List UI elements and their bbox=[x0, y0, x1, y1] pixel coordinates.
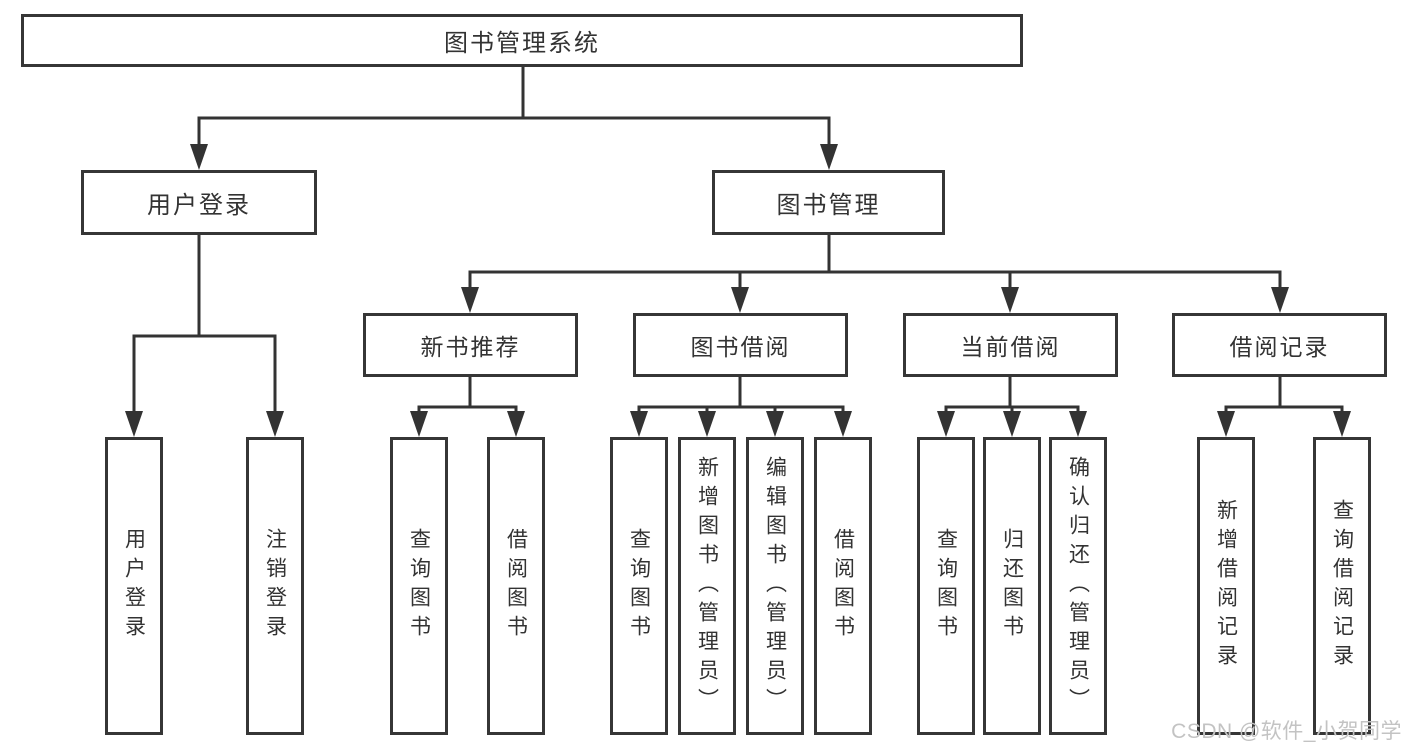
arrow-down-icon bbox=[1069, 411, 1087, 437]
connector-root-to-level2 bbox=[197, 67, 831, 148]
leaf-logout: 注销登录 bbox=[246, 437, 304, 735]
leaf-edit-book-admin: 编辑图书（管理员） bbox=[746, 437, 804, 735]
leaf-query-books-borrowing: 查询图书 bbox=[610, 437, 668, 735]
connector-current-borrow-split bbox=[944, 377, 1080, 415]
arrow-down-icon bbox=[630, 411, 648, 437]
leaf-query-books-recommend: 查询图书 bbox=[390, 437, 448, 735]
connector-borrow-record-split bbox=[1224, 377, 1344, 415]
leaf-query-books-current: 查询图书 bbox=[917, 437, 975, 735]
arrow-down-icon bbox=[266, 411, 284, 437]
node-borrowing-records: 借阅记录 bbox=[1172, 313, 1387, 377]
leaf-add-book-admin: 新增图书（管理员） bbox=[678, 437, 736, 735]
leaf-confirm-return-admin: 确认归还（管理员） bbox=[1049, 437, 1107, 735]
arrow-down-icon bbox=[937, 411, 955, 437]
arrow-down-icon bbox=[731, 287, 749, 313]
arrow-down-icon bbox=[698, 411, 716, 437]
arrow-down-icon bbox=[820, 144, 838, 170]
node-book-management: 图书管理 bbox=[712, 170, 945, 235]
leaf-return-books: 归还图书 bbox=[983, 437, 1041, 735]
leaf-query-borrow-record: 查询借阅记录 bbox=[1313, 437, 1371, 735]
arrow-down-icon bbox=[1217, 411, 1235, 437]
arrow-down-icon bbox=[1001, 287, 1019, 313]
leaf-borrow-books-recommend: 借阅图书 bbox=[487, 437, 545, 735]
leaf-add-borrow-record: 新增借阅记录 bbox=[1197, 437, 1255, 735]
connector-book-management-split bbox=[468, 235, 1282, 291]
node-book-borrowing: 图书借阅 bbox=[633, 313, 848, 377]
arrow-down-icon bbox=[766, 411, 784, 437]
connector-arrowheads bbox=[125, 144, 1351, 437]
connector-paths bbox=[132, 67, 1344, 415]
arrow-down-icon bbox=[1333, 411, 1351, 437]
watermark: CSDN @软件_小贺同学 bbox=[1171, 720, 1402, 743]
arrow-down-icon bbox=[507, 411, 525, 437]
node-new-book-recommend: 新书推荐 bbox=[363, 313, 578, 377]
arrow-down-icon bbox=[461, 287, 479, 313]
leaf-borrow-books-borrowing: 借阅图书 bbox=[814, 437, 872, 735]
node-current-borrowing: 当前借阅 bbox=[903, 313, 1118, 377]
arrow-down-icon bbox=[1271, 287, 1289, 313]
leaf-user-login: 用户登录 bbox=[105, 437, 163, 735]
connector-book-borrow-split bbox=[637, 377, 845, 415]
arrow-down-icon bbox=[125, 411, 143, 437]
arrow-down-icon bbox=[410, 411, 428, 437]
node-user-login: 用户登录 bbox=[81, 170, 317, 235]
node-root-system: 图书管理系统 bbox=[21, 14, 1023, 67]
arrow-down-icon bbox=[190, 144, 208, 170]
connector-new-book-split bbox=[417, 377, 518, 415]
arrow-down-icon bbox=[1003, 411, 1021, 437]
arrow-down-icon bbox=[834, 411, 852, 437]
connector-user-login-split bbox=[132, 235, 277, 415]
